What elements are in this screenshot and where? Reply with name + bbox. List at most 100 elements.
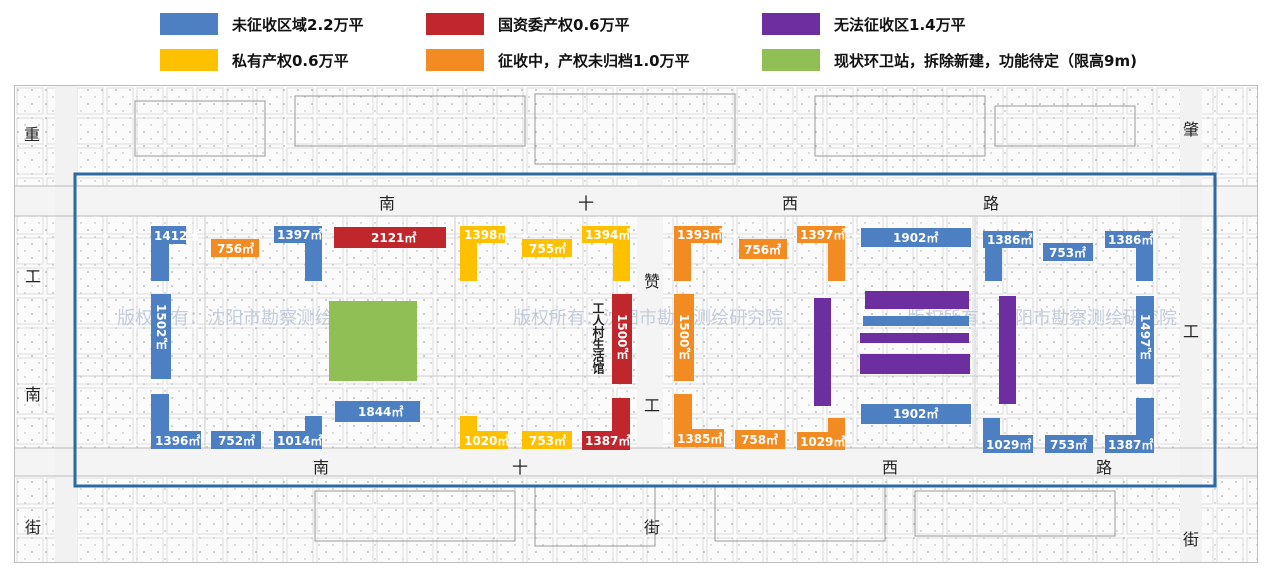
parcel-label: 1497㎡ (1138, 314, 1152, 360)
legend-label: 现状环卫站，拆除新建，功能待定（限高9m) (834, 51, 1137, 70)
parcel-blue[interactable] (151, 226, 169, 281)
street-label: 赞 (644, 272, 661, 291)
parcel-orange[interactable] (674, 226, 691, 281)
parcel-blue[interactable] (861, 228, 971, 247)
parcel-label: 753㎡ (529, 434, 567, 448)
street-label: 肇 (1183, 120, 1200, 139)
parcel-blue[interactable] (151, 431, 201, 449)
parcel-blue[interactable] (1043, 243, 1093, 261)
parcel-label: 1029㎡ (986, 438, 1032, 452)
parcel-purple[interactable] (863, 316, 969, 326)
project-boundary (73, 172, 1217, 488)
legend-item-4: 征收中，产权未归档1.0万平 (426, 48, 690, 72)
legend-swatch-blue (160, 13, 218, 35)
watermark: 版权所有：沈阳市勘察测绘研究院 (513, 308, 783, 329)
parcel-label: 758㎡ (741, 433, 779, 447)
parcel-label: 752㎡ (218, 434, 256, 448)
legend-swatch-purple (762, 13, 820, 35)
parcel-orange[interactable] (674, 294, 694, 381)
parcel-label: 1902㎡ (893, 231, 939, 245)
parcel-blue[interactable] (1136, 231, 1153, 281)
parcel-label: 1393㎡ (677, 228, 723, 242)
parcel-orange[interactable] (739, 239, 787, 259)
legend-item-2: 无法征收区1.4万平 (762, 12, 966, 36)
facility-label: 工人村生活馆 (591, 302, 605, 374)
parcel-orange[interactable] (735, 430, 785, 449)
street-label: 十 (578, 194, 595, 213)
map-canvas[interactable]: 版权所有：沈阳市勘察测绘研究院 版权所有：沈阳市勘察测绘研究院 版权所有：沈阳市… (14, 85, 1258, 563)
parcel-label: 1385㎡ (677, 432, 723, 446)
parcel-orange[interactable] (674, 429, 724, 447)
parcel-yellow[interactable] (522, 431, 572, 449)
legend-item-0: 未征收区域2.2万平 (160, 12, 364, 36)
parcel-blue[interactable] (335, 401, 420, 422)
parcel-label: 1387㎡ (1108, 438, 1154, 452)
parcel-yellow[interactable] (613, 226, 630, 281)
parcel-label: 1844㎡ (358, 405, 404, 419)
parcel-purple[interactable] (814, 298, 831, 406)
street-label: 西 (882, 458, 899, 477)
parcel-label: 756㎡ (217, 242, 255, 256)
parcel-blue[interactable] (1136, 296, 1154, 384)
parcel-yellow[interactable] (460, 431, 508, 449)
parcel-label: 1396㎡ (155, 434, 201, 448)
parcel-label: 753㎡ (1050, 438, 1088, 452)
legend-label: 无法征收区1.4万平 (834, 15, 966, 34)
parcel-purple[interactable] (860, 333, 969, 343)
legend-swatch-yellow (160, 49, 218, 71)
watermark: 版权所有：沈阳市勘察测绘研究院 (907, 308, 1177, 329)
legend-item-1: 国资委产权0.6万平 (426, 12, 630, 36)
parcel-yellow[interactable] (522, 239, 572, 257)
parcel-blue[interactable] (861, 404, 971, 424)
street-label: 街 (644, 518, 661, 537)
legend-label: 国资委产权0.6万平 (498, 15, 630, 34)
parcel-blue[interactable] (151, 294, 171, 379)
watermark: 版权所有：沈阳市勘察测绘研究院 (117, 308, 387, 329)
parcel-orange[interactable] (211, 239, 259, 257)
legend-swatch-orange (426, 49, 484, 71)
parcel-blue[interactable] (211, 431, 261, 449)
street-label: 南 (379, 194, 396, 213)
street-label: 重 (24, 125, 41, 144)
legend-label: 征收中，产权未归档1.0万平 (498, 51, 690, 70)
parcel-blue[interactable] (1105, 435, 1154, 453)
parcel-label: 755㎡ (529, 242, 567, 256)
parcel-red[interactable] (334, 227, 446, 248)
parcel-label: 1020㎡ (464, 434, 510, 448)
parcel-red[interactable] (612, 294, 632, 384)
street-label: 街 (25, 518, 42, 537)
parcel-label: 753㎡ (1049, 246, 1087, 260)
parcel-orange[interactable] (828, 226, 845, 281)
parcel-label: 1398㎡ (464, 228, 510, 242)
parcel-label: 1397㎡ (277, 228, 323, 242)
legend-item-3: 私有产权0.6万平 (160, 48, 349, 72)
parcel-yellow[interactable] (460, 226, 477, 281)
parcel-label: 1394㎡ (585, 228, 631, 242)
parcel-label: 1500㎡ (615, 314, 629, 360)
parcel-blue[interactable] (985, 231, 1002, 281)
parcel-blue[interactable] (983, 435, 1033, 453)
parcel-orange[interactable] (828, 418, 845, 450)
parcel-label: 1387㎡ (585, 434, 631, 448)
green-sanitation-station[interactable] (329, 301, 417, 381)
parcel-purple[interactable] (860, 354, 970, 374)
street-label: 路 (983, 194, 1000, 213)
street-label: 街 (1183, 530, 1200, 549)
parcel-label: 1386㎡ (1108, 233, 1154, 247)
parcel-red[interactable] (582, 431, 630, 450)
street-label: 十 (512, 458, 529, 477)
legend-item-5: 现状环卫站，拆除新建，功能待定（限高9m) (762, 48, 1137, 72)
street-label: 南 (25, 385, 42, 404)
parcel-purple[interactable] (999, 296, 1016, 404)
parcel-blue[interactable] (1045, 435, 1093, 453)
street-label: 南 (313, 458, 330, 477)
legend-label: 未征收区域2.2万平 (232, 15, 364, 34)
parcel-label: 1397㎡ (800, 228, 846, 242)
parcel-blue[interactable] (305, 416, 322, 449)
parcel-blue[interactable] (305, 226, 322, 281)
parcel-purple[interactable] (865, 291, 969, 309)
street-label: 工 (644, 396, 661, 415)
legend-swatch-red (426, 13, 484, 35)
parcel-label: 1029㎡ (800, 435, 846, 449)
parcel-label: 1412㎡ (154, 229, 200, 243)
